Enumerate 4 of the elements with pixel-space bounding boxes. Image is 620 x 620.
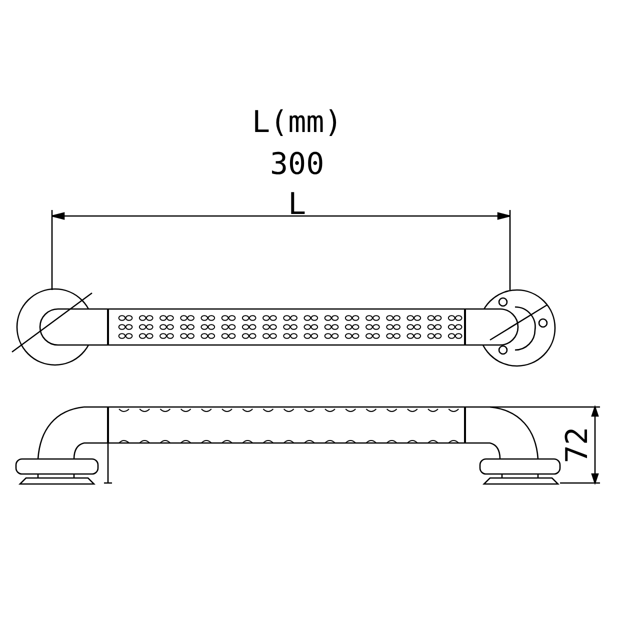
- dimension-value: 72: [563, 426, 594, 464]
- dimension-value: 300: [270, 150, 324, 180]
- dimension-text: L(mm): [252, 108, 342, 138]
- dimension-text: L: [288, 190, 306, 220]
